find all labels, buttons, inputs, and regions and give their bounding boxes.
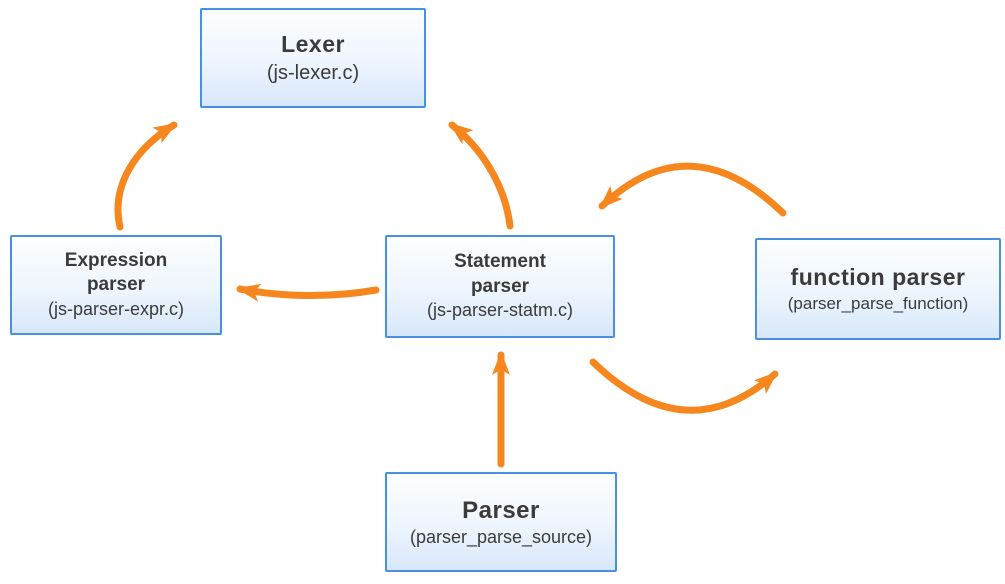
node-statement-subtitle: (js-parser-statm.c): [426, 300, 573, 321]
node-function-parser: function parser (parser_parse_function): [755, 238, 1001, 340]
node-parser-subtitle: (parser_parse_source): [409, 526, 593, 547]
node-statement-parser: Statement parser (js-parser-statm.c): [385, 235, 615, 338]
node-expression-parser: Expression parser (js-parser-expr.c): [10, 235, 222, 335]
arrow-statement-to-function: [589, 358, 779, 414]
node-lexer-subtitle: (js-lexer.c): [266, 61, 360, 84]
node-lexer-title: Lexer: [281, 31, 345, 58]
arrow-statement-to-expression: [236, 283, 380, 302]
node-expression-title-line1: Expression: [64, 249, 168, 271]
arrow-function-to-statement: [598, 162, 787, 217]
arrow-expression-to-lexer: [114, 121, 178, 231]
arrow-statement-to-lexer: [448, 121, 514, 230]
node-lexer: Lexer (js-lexer.c): [200, 8, 426, 108]
node-function-title: function parser: [790, 264, 966, 290]
node-expression-subtitle: (js-parser-expr.c): [47, 298, 185, 319]
node-function-subtitle: (parser_parse_function): [787, 293, 969, 313]
node-parser: Parser (parser_parse_source): [385, 472, 617, 572]
node-parser-title: Parser: [462, 496, 540, 524]
node-expression-title-line2: parser: [86, 274, 146, 296]
node-statement-title-line1: Statement: [454, 251, 546, 273]
node-statement-title-line2: parser: [470, 275, 530, 297]
